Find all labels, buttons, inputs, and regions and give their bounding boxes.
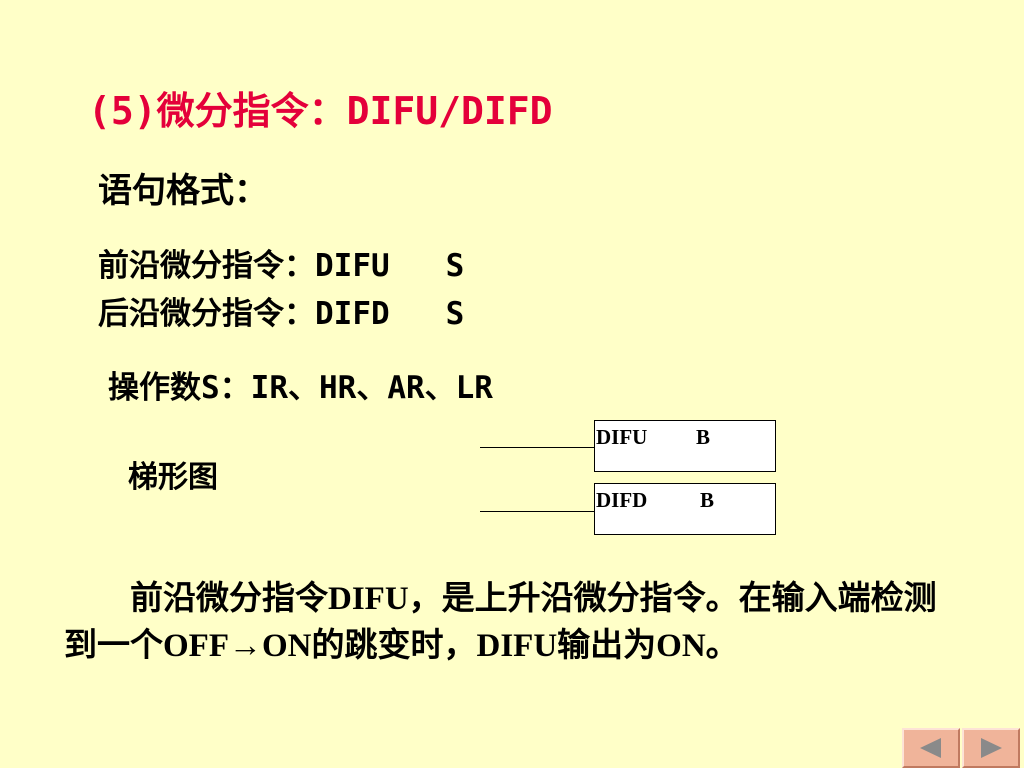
previous-slide-button[interactable] bbox=[902, 728, 960, 768]
triangle-right-icon bbox=[981, 738, 1002, 758]
triangle-left-icon bbox=[920, 738, 941, 758]
ladder-box-difd: DIFD B bbox=[594, 483, 776, 535]
ladder-box-operand: B bbox=[700, 488, 715, 512]
slide-title: (5)微分指令：DIFU/DIFD bbox=[88, 89, 553, 133]
ladder-wire-difu bbox=[480, 447, 594, 448]
description-text: 前沿微分指令DIFU，是上升沿微分指令。在输入端检测到一个OFF→ON的跳变时，… bbox=[64, 581, 937, 664]
operand-line: 操作数S：IR、HR、AR、LR bbox=[108, 370, 493, 406]
description-paragraph: 前沿微分指令DIFU，是上升沿微分指令。在输入端检测到一个OFF→ON的跳变时，… bbox=[64, 576, 954, 670]
statement-format-heading: 语句格式： bbox=[98, 171, 268, 211]
difu-format-line: 前沿微分指令：DIFU S bbox=[98, 248, 465, 284]
ladder-box-operand: B bbox=[696, 425, 711, 449]
ladder-box-instr: DIFD bbox=[596, 488, 648, 512]
ladder-box-difu: DIFU B bbox=[594, 420, 776, 472]
ladder-wire-difd bbox=[480, 511, 594, 512]
difd-format-line: 后沿微分指令：DIFD S bbox=[98, 296, 465, 332]
ladder-diagram-label: 梯形图 bbox=[128, 460, 218, 495]
ladder-box-instr: DIFU bbox=[596, 425, 648, 449]
next-slide-button[interactable] bbox=[962, 728, 1020, 768]
